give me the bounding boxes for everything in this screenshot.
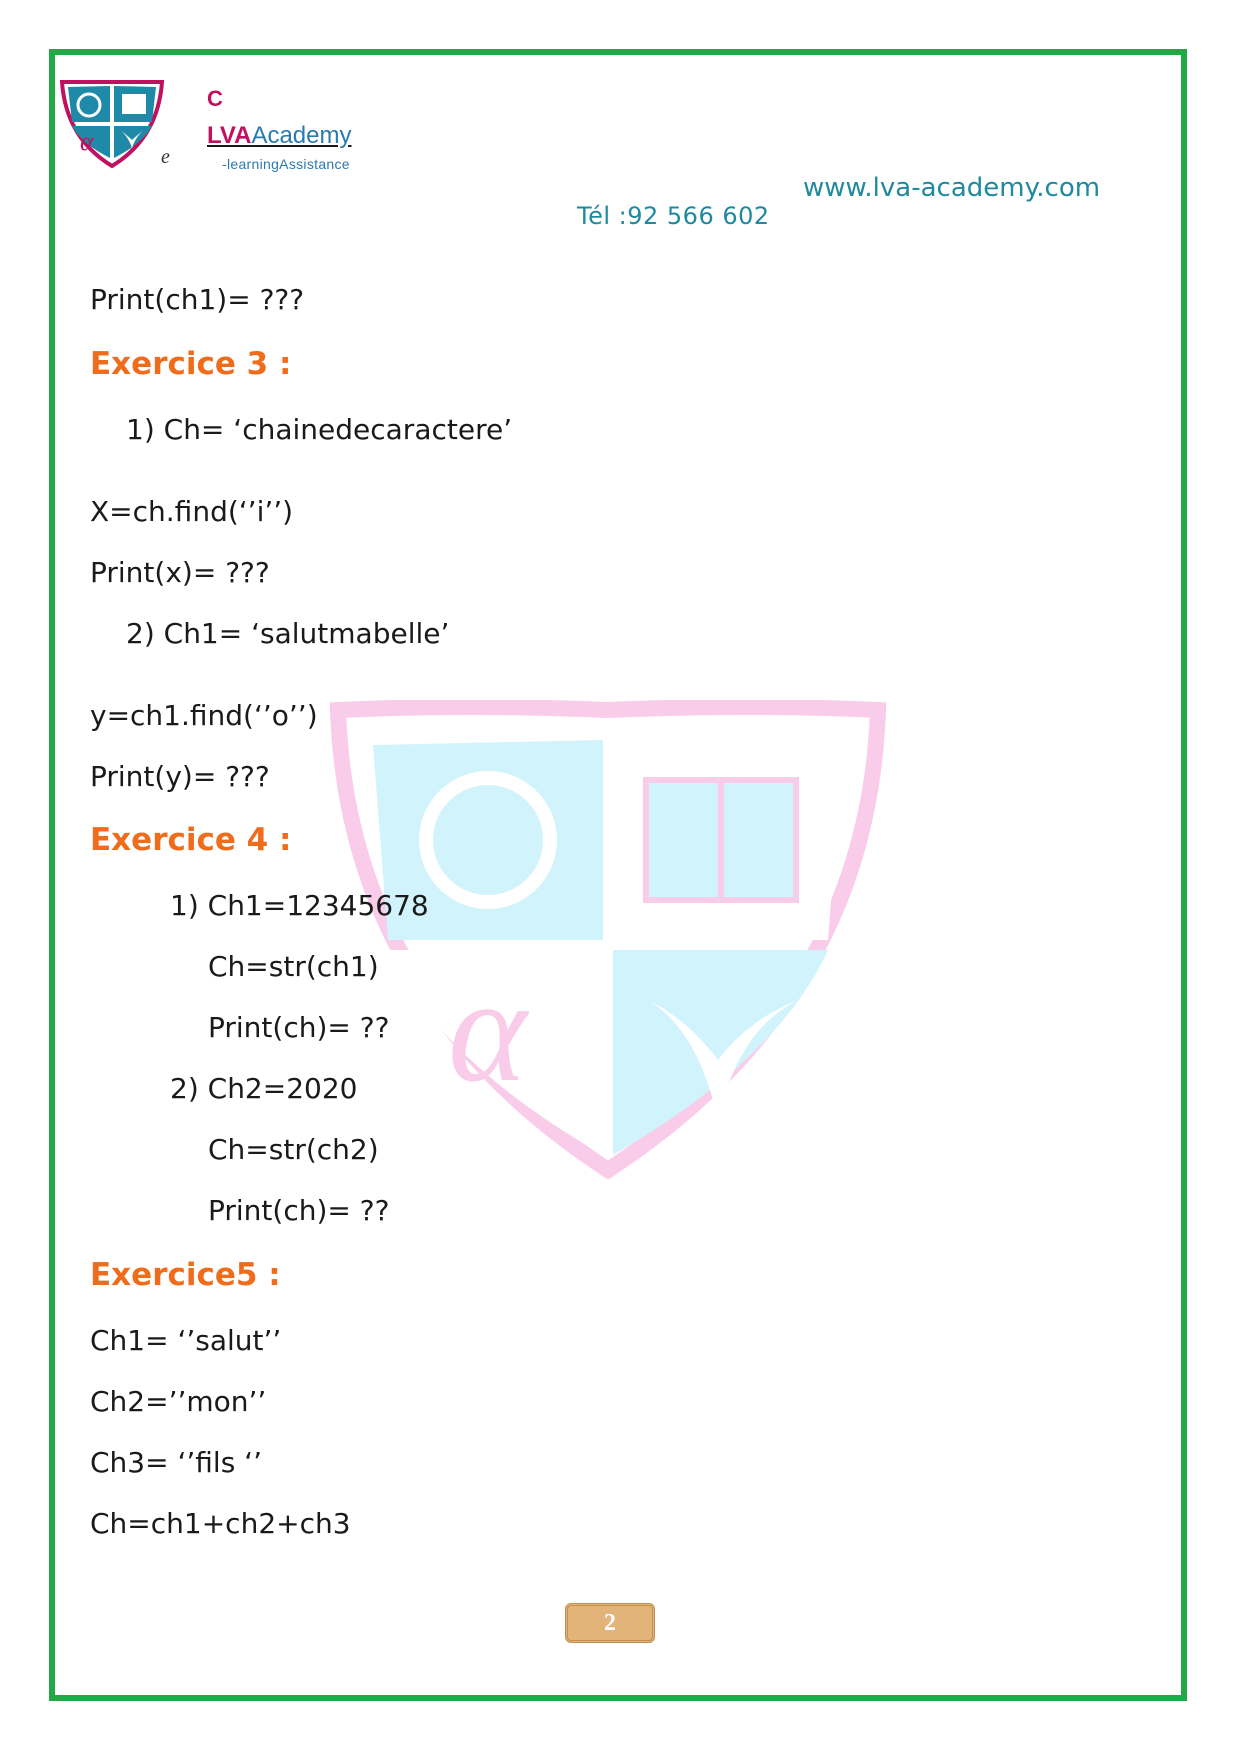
ex4-line-5: Ch=str(ch2) [208,1133,379,1166]
brand-name: LVAAcademy [207,122,351,150]
ex3-line-5: y=ch1.find(‘’o’’) [90,699,318,732]
brand-academy: Academy [251,122,352,149]
svg-text:α: α [448,947,530,1113]
ex4-line-3: Print(ch)= ?? [208,1011,390,1044]
intro-line: Print(ch1)= ??? [90,283,305,316]
exercise-3-heading: Exercice 3 : [90,346,292,382]
ex3-line-4: 2) Ch1= ‘salutmabelle’ [126,617,450,650]
shield-watermark-icon: α [329,700,887,1180]
ex3-line-2: X=ch.find(‘’i’’) [90,495,294,528]
ex5-line-4: Ch=ch1+ch2+ch3 [90,1507,351,1540]
exercise-4-heading: Exercice 4 : [90,822,292,858]
ex4-line-6: Print(ch)= ?? [208,1194,390,1227]
ex4-line-4: 2) Ch2=2020 [170,1072,358,1105]
ex3-line-6: Print(y)= ??? [90,760,270,793]
ex5-line-2: Ch2=’’mon’’ [90,1385,267,1418]
lva-academy-logo-icon: α [59,80,165,169]
brand-c-letter: C [207,86,223,111]
page-border [49,49,1187,1701]
brand-tagline: -learningAssistance [222,156,350,172]
ex4-line-2: Ch=str(ch1) [208,950,379,983]
exercise-5-heading: Exercice5 : [90,1257,281,1293]
ex5-line-1: Ch1= ‘’salut’’ [90,1324,282,1357]
ex5-line-3: Ch3= ‘’fils ‘’ [90,1446,262,1479]
phone-number: Tél :92 566 602 [577,202,770,230]
svg-text:α: α [80,127,95,156]
website-link[interactable]: www.lva-academy.com [803,173,1101,203]
ex4-line-1: 1) Ch1=12345678 [170,889,429,922]
brand-lva: LVA [207,122,252,149]
ex3-line-1: 1) Ch= ‘chainedecaractere’ [126,413,513,446]
ex3-line-3: Print(x)= ??? [90,556,270,589]
page-number-badge: 2 [565,1603,655,1643]
brand-e-letter: e [161,146,170,168]
